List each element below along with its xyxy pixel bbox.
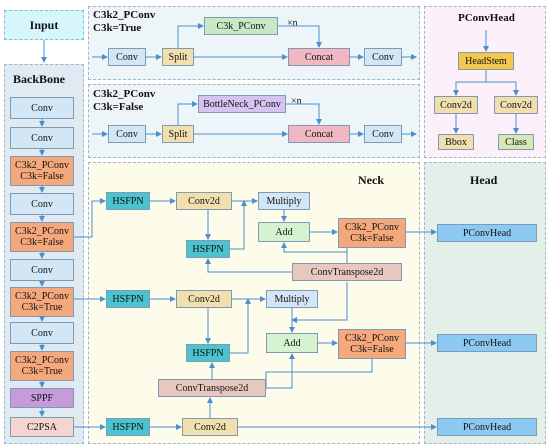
c3k-false-conv-b: Conv [364, 125, 402, 143]
head-pconvhead-2: PConvHead [437, 334, 537, 352]
c3k-false-split: Split [162, 125, 194, 143]
pconvhead-conv2d-right: Conv2d [494, 96, 538, 114]
backbone-title: BackBone [13, 72, 66, 86]
head-pconvhead-1: PConvHead [437, 224, 537, 242]
c3k-pconv-block: C3k_PConv [204, 17, 278, 35]
head-pconvhead-3: PConvHead [437, 418, 537, 436]
backbone-sppf: SPPF [10, 388, 74, 408]
neck-multiply-2: Multiply [266, 290, 318, 308]
neck-convtranspose-1: ConvTranspose2d [292, 263, 402, 281]
neck-conv2d-1: Conv2d [176, 192, 232, 210]
neck-hsfpn-1: HSFPN [106, 192, 150, 210]
neck-hsfpn-5: HSFPN [106, 418, 150, 436]
c3k-false-repeat: ×n [291, 96, 302, 107]
input-block: Input [4, 10, 84, 40]
neck-add-2: Add [266, 333, 318, 353]
neck-conv2d-3: Conv2d [182, 418, 238, 436]
c3k-true-title-1: C3k2_PConv [93, 9, 156, 21]
c3k-true-conv-a: Conv [108, 48, 146, 66]
bbox-output: Bbox [438, 134, 474, 150]
c3k-true-conv-b: Conv [364, 48, 402, 66]
bottleneck-pconv-block: BottleNeck_PConv [198, 95, 286, 113]
neck-add-1: Add [258, 222, 310, 242]
c3k-false-concat: Concat [288, 125, 350, 143]
c3k-false-title-2: C3k=False [93, 101, 144, 113]
c3k-false-conv-a: Conv [108, 125, 146, 143]
head-title: Head [470, 173, 498, 187]
neck-hsfpn-3: HSFPN [106, 290, 150, 308]
pconvhead-conv2d-left: Conv2d [434, 96, 478, 114]
head-region [424, 162, 546, 444]
headstem-block: HeadStem [458, 52, 514, 70]
backbone-conv-3: Conv [10, 193, 74, 215]
backbone-conv-4: Conv [10, 259, 74, 281]
c3k-true-concat: Concat [288, 48, 350, 66]
c3k-true-split: Split [162, 48, 194, 66]
neck-hsfpn-2: HSFPN [186, 240, 230, 258]
backbone-conv-2: Conv [10, 127, 74, 149]
backbone-conv-5: Conv [10, 322, 74, 344]
c3k-true-repeat: ×n [287, 18, 298, 29]
backbone-conv-1: Conv [10, 97, 74, 119]
neck-title: Neck [358, 173, 384, 187]
class-output: Class [498, 134, 534, 150]
neck-multiply-1: Multiply [258, 192, 310, 210]
c3k-false-title-1: C3k2_PConv [93, 88, 156, 100]
input-label: Input [29, 17, 59, 32]
pconvhead-title: PConvHead [458, 12, 515, 24]
c3k-true-title-2: C3k=True [93, 22, 142, 34]
backbone-c2psa: C2PSA [10, 417, 74, 437]
neck-hsfpn-4: HSFPN [186, 344, 230, 362]
neck-conv2d-2: Conv2d [176, 290, 232, 308]
